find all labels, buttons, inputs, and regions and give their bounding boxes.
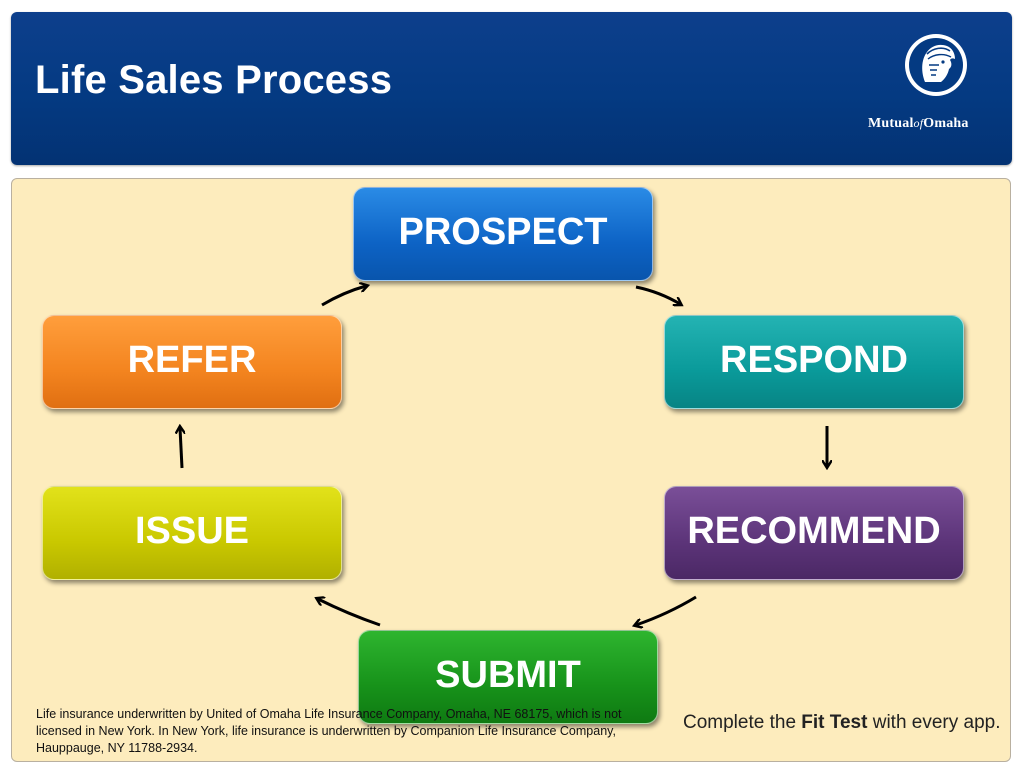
stage-recommend: RECOMMEND [664, 486, 964, 580]
stage-recommend-label: RECOMMEND [687, 509, 941, 552]
tagline-pre: Complete the [683, 712, 802, 733]
logo-wordmark: MutualofOmaha [868, 116, 996, 132]
stage-prospect: PROSPECT [353, 187, 653, 281]
stage-refer-label: REFER [127, 338, 257, 381]
tagline-bold: Fit Test [801, 712, 868, 733]
stage-refer: REFER [42, 315, 342, 409]
logo-word-omaha: Omaha [923, 116, 969, 131]
stage-respond-label: RESPOND [720, 338, 908, 381]
logo-word-mutual: Mutual [868, 116, 914, 131]
fit-test-tagline: Complete the Fit Test with every app. [683, 712, 1001, 734]
header-banner [11, 12, 1012, 165]
stage-issue-label: ISSUE [134, 509, 250, 552]
stage-prospect-label: PROSPECT [398, 210, 608, 253]
mutual-of-omaha-logo: MutualofOmaha [864, 32, 996, 142]
stage-submit-label: SUBMIT [435, 653, 581, 696]
stage-respond: RESPOND [664, 315, 964, 409]
stage-issue: ISSUE [42, 486, 342, 580]
disclaimer-text: Life insurance underwritten by United of… [36, 707, 622, 755]
logo-word-of: of [913, 116, 924, 130]
indian-head-logo-icon [905, 34, 967, 96]
stage-submit: SUBMIT [358, 630, 658, 724]
tagline-post: with every app. [867, 712, 1001, 733]
page-title: Life Sales Process [35, 58, 393, 102]
